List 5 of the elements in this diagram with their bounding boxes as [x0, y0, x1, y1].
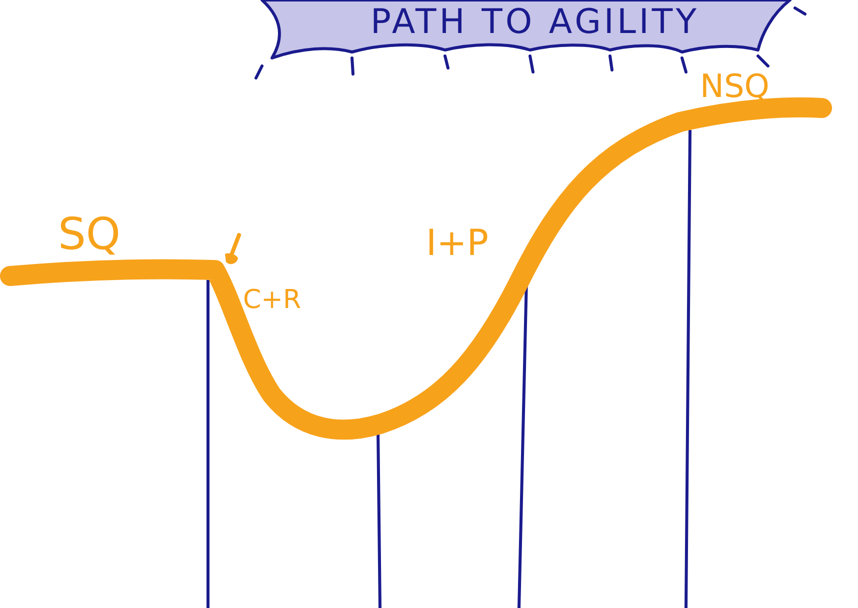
curve-label: SQ: [58, 213, 121, 257]
curve-label: C+R: [243, 287, 302, 313]
curve-label: NSQ: [700, 70, 770, 102]
curve-label: I+P: [426, 226, 488, 262]
title: PATH TO AGILITY: [370, 2, 700, 42]
